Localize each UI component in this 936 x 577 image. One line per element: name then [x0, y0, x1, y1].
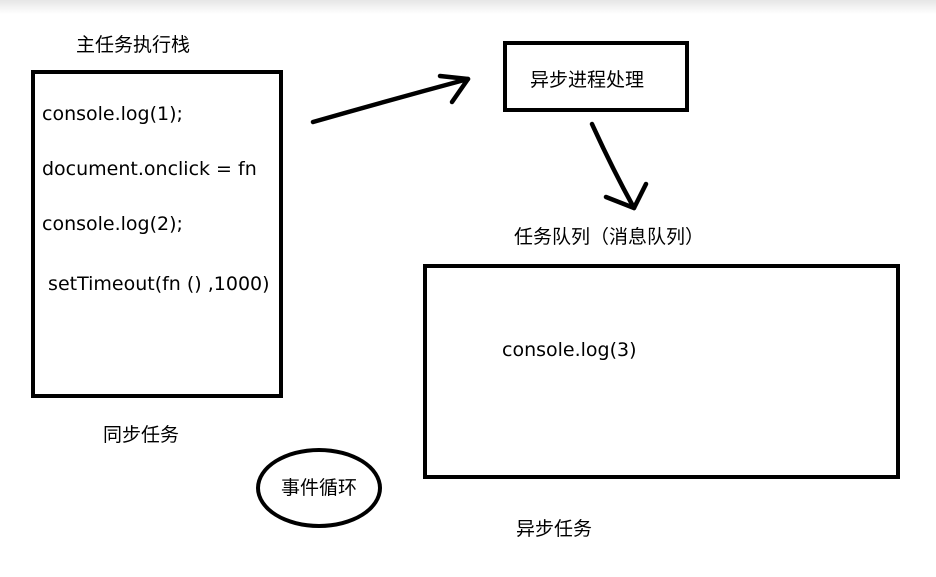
sync-task-caption: 同步任务: [103, 424, 180, 446]
event-loop-ellipse: 事件循环: [256, 448, 382, 528]
top-shadow: [0, 0, 936, 14]
code-line-2: document.onclick = fn: [42, 158, 257, 180]
arrow-to-task-queue: [589, 121, 649, 211]
async-process-label: 异步进程处理: [530, 69, 645, 91]
main-stack-title: 主任务执行栈: [76, 34, 191, 56]
event-loop-label: 事件循环: [280, 476, 357, 499]
code-line-4: setTimeout(fn () ,1000): [42, 273, 270, 295]
code-line-3: console.log(2);: [42, 213, 183, 235]
arrow-to-async-process: [310, 73, 471, 125]
task-queue-box: console.log(3): [423, 264, 900, 479]
task-queue-title: 任务队列（消息队列）: [514, 226, 705, 248]
async-process-box: 异步进程处理: [503, 41, 689, 112]
async-task-caption: 异步任务: [516, 518, 593, 540]
queue-item: console.log(3): [502, 339, 637, 361]
code-line-1: console.log(1);: [42, 103, 183, 125]
main-stack-box: console.log(1); document.onclick = fn co…: [31, 70, 283, 398]
